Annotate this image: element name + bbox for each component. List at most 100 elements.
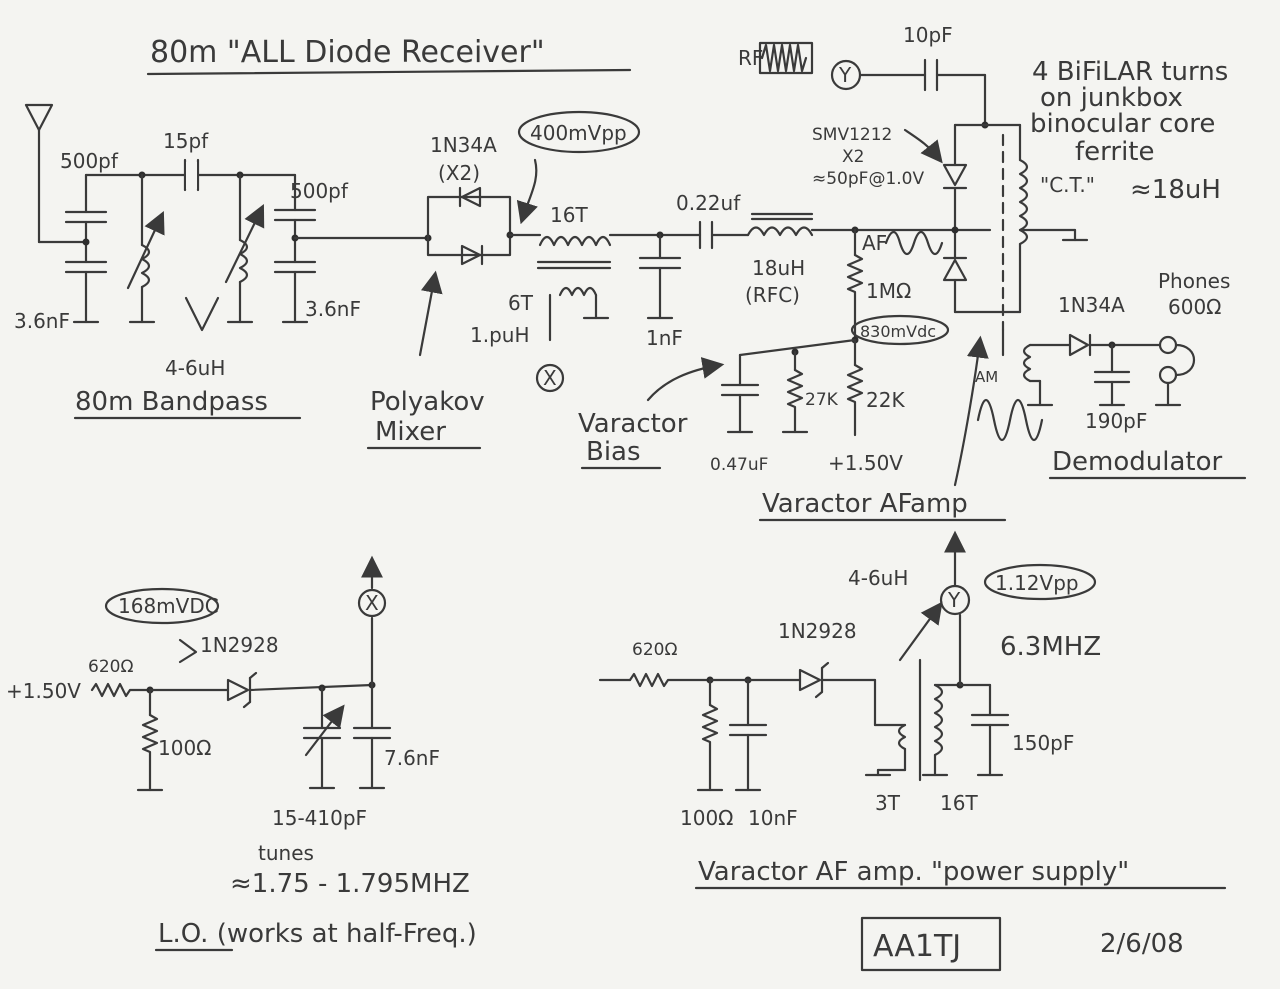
demod-cap-190pf bbox=[1093, 343, 1131, 407]
block-label-power-supply: Varactor AF amp. "power supply" bbox=[698, 857, 1129, 887]
lo-variable-cap bbox=[302, 686, 345, 790]
varactor-diode-upper bbox=[942, 163, 968, 190]
label-15-410pf: 15-410pF bbox=[272, 806, 367, 830]
block-label-demodulator: Demodulator bbox=[1052, 447, 1222, 477]
resistor-1m bbox=[846, 253, 864, 342]
label-plus-1.50v-bias: +1.50V bbox=[828, 451, 903, 475]
varactor-diode-lower bbox=[942, 256, 968, 282]
label-c15pf: 15pf bbox=[163, 129, 209, 153]
label-400mvpp: 400mVpp bbox=[530, 121, 627, 145]
label-node-y-top: Y bbox=[838, 63, 852, 87]
label-lo-diode: 1N2928 bbox=[200, 633, 279, 657]
coupling-cap-0.22uf bbox=[698, 220, 750, 250]
label-node-x-lo: X bbox=[365, 591, 379, 615]
note-bifilar-2: on junkbox bbox=[1040, 83, 1183, 113]
label-620-lo: 620Ω bbox=[88, 657, 133, 677]
phones-symbol bbox=[1154, 335, 1195, 407]
coupling-cap-15pf bbox=[183, 158, 200, 192]
mixer-coil-16t bbox=[536, 235, 612, 270]
note-bifilar-value: ≈18uH bbox=[1130, 175, 1221, 205]
label-smv1212: SMV1212 bbox=[812, 125, 892, 145]
bandpass-cap-500pf bbox=[64, 210, 108, 224]
resistor-620-psu bbox=[628, 672, 712, 688]
label-620-psu: 620Ω bbox=[632, 640, 677, 660]
level-168mvdc-callout bbox=[104, 587, 220, 625]
block-label-mixer-1: Polyakov bbox=[370, 387, 485, 417]
title-underline bbox=[146, 68, 632, 76]
resistor-100-lo bbox=[141, 713, 159, 792]
label-am: AM bbox=[975, 368, 998, 386]
label-168mvdc: 168mVDC bbox=[118, 594, 219, 618]
cap-10pf bbox=[923, 58, 987, 92]
block-label-bias-1: Varactor bbox=[578, 409, 688, 439]
label-0.22uf: 0.22uf bbox=[676, 191, 741, 215]
label-3t: 3T bbox=[875, 791, 901, 815]
level-830mvdc-callout bbox=[850, 314, 950, 346]
psu-diode-1n2928 bbox=[798, 661, 830, 699]
label-22k: 22K bbox=[866, 388, 905, 412]
label-varactor-count: X2 bbox=[842, 147, 864, 167]
psu-coil-16t bbox=[921, 683, 962, 777]
label-c3.6nf-right: 3.6nF bbox=[305, 297, 361, 321]
label-830mvdc: 830mVdc bbox=[860, 322, 936, 341]
label-150pf: 150pF bbox=[1012, 731, 1074, 755]
block-label-lo: L.O. (works at half-Freq.) bbox=[158, 919, 477, 949]
level-1.12vpp-callout bbox=[983, 563, 1097, 601]
mixer-coil-6t bbox=[548, 286, 610, 342]
af-waveform bbox=[884, 230, 944, 256]
label-27k: 27K bbox=[805, 390, 839, 410]
resistor-22k bbox=[846, 363, 864, 437]
label-10nf: 10nF bbox=[748, 806, 798, 830]
label-bandpass-inductance: 4-6uH bbox=[165, 356, 225, 380]
label-16t-psu: 16T bbox=[940, 791, 978, 815]
label-6t: 6T bbox=[508, 291, 534, 315]
bandpass-cap-3.6nf-right bbox=[273, 260, 317, 324]
label-psu-inductance: 4-6uH bbox=[848, 566, 908, 590]
label-1.12vpp: 1.12Vpp bbox=[995, 571, 1079, 595]
label-100-psu: 100Ω bbox=[680, 806, 733, 830]
block-label-afamp: Varactor AFamp bbox=[762, 489, 968, 519]
node-x-marker bbox=[535, 363, 565, 393]
mixer-diode-lower bbox=[460, 244, 484, 266]
note-bifilar-3: binocular core bbox=[1030, 109, 1215, 139]
note-bifilar-4: ferrite bbox=[1075, 137, 1155, 167]
rf-waveform-box bbox=[758, 41, 814, 75]
lo-cap-7.6nf bbox=[352, 683, 392, 790]
label-7.6nf: 7.6nF bbox=[384, 746, 440, 770]
label-varactor-capacitance: ≈50pF@1.0V bbox=[812, 169, 924, 189]
am-waveform bbox=[976, 398, 1044, 442]
label-10pf: 10pF bbox=[903, 23, 953, 47]
schematic-title: 80m "ALL Diode Receiver" bbox=[150, 35, 545, 70]
label-1m: 1MΩ bbox=[866, 279, 911, 303]
label-100-lo: 100Ω bbox=[158, 736, 211, 760]
mixer-cap-1nf bbox=[638, 233, 682, 320]
label-node-y-psu: Y bbox=[947, 588, 961, 612]
label-mixer-diode: 1N34A bbox=[430, 133, 497, 157]
callsign-box bbox=[860, 916, 1002, 972]
label-demod-diode: 1N34A bbox=[1058, 293, 1125, 317]
label-190pf: 190pF bbox=[1085, 409, 1147, 433]
resistor-27k bbox=[786, 368, 804, 434]
label-node-x: X bbox=[543, 366, 557, 390]
level-400mvpp-callout bbox=[517, 110, 641, 154]
resistor-100-psu bbox=[701, 703, 719, 792]
label-phones: Phones bbox=[1158, 269, 1230, 293]
node-x-marker-lo bbox=[357, 588, 387, 618]
ganged-tuning-mark bbox=[184, 296, 220, 332]
label-0.47uf: 0.47uF bbox=[710, 455, 768, 475]
note-center-tap: "C.T." bbox=[1040, 173, 1095, 197]
demod-diode bbox=[1068, 333, 1092, 357]
block-label-bias-2: Bias bbox=[586, 437, 641, 467]
antenna-symbol bbox=[24, 103, 90, 244]
label-rfc-value: 18uH bbox=[752, 256, 805, 280]
label-c500pf-left: 500pf bbox=[60, 149, 119, 173]
note-tunes-2: ≈1.75 - 1.795MHZ bbox=[230, 869, 470, 899]
demod-pickup-coil bbox=[1022, 343, 1072, 407]
label-c3.6nf-left: 3.6nF bbox=[14, 309, 70, 333]
label-plus-1.50v-lo: +1.50V bbox=[6, 679, 81, 703]
note-frequency: 6.3MHZ bbox=[1000, 632, 1101, 662]
note-tunes-1: tunes bbox=[258, 841, 314, 865]
psu-cap-150pf bbox=[970, 683, 1010, 777]
